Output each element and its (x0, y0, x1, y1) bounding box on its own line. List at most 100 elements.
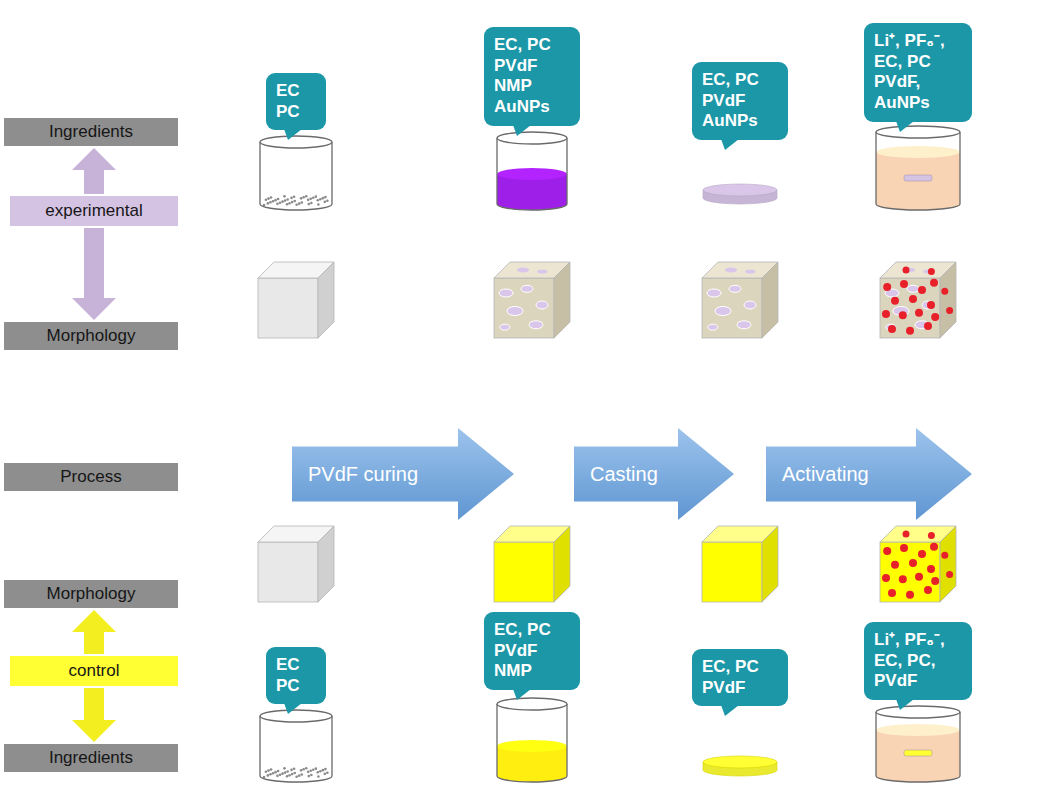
cube-front (258, 542, 318, 602)
cube-front (702, 278, 762, 338)
powder-grain (322, 769, 325, 772)
powder-grain (324, 196, 327, 199)
cube-side (554, 262, 570, 338)
process-arrow: Activating (766, 428, 972, 520)
beaker (260, 710, 332, 782)
callout-tail (721, 139, 741, 151)
pore (536, 301, 548, 309)
powder-grain (291, 201, 294, 204)
row-label: Ingredients (4, 118, 178, 146)
beaker-wall (876, 712, 960, 782)
ingredient-callout: EC, PC PVdF AuNPs (692, 62, 788, 140)
powder-grain (281, 200, 284, 203)
cube-front (494, 278, 554, 338)
beaker-rim (260, 710, 332, 722)
powder-grain (316, 771, 319, 774)
cube-front (258, 278, 318, 338)
liquid-surface (876, 724, 960, 736)
cast-film (703, 756, 777, 776)
callout-tail (284, 703, 304, 715)
powder-grain (309, 197, 312, 200)
beaker (260, 136, 332, 210)
powder-grain (317, 775, 320, 778)
block-arrow-connector (84, 632, 104, 654)
row-title: Morphology (47, 584, 136, 604)
ingredient-list: EC, PC PVdF (702, 657, 778, 698)
cube-side (318, 526, 334, 602)
morphology-cube (258, 262, 334, 338)
powder-grain (286, 203, 289, 206)
powder-grain (305, 195, 308, 198)
powder-grain (276, 775, 279, 778)
ion-dot (924, 322, 932, 330)
ingredient-callout: Li⁺, PF₆⁻, EC, PC, PVdF (864, 622, 972, 700)
callout-tail (513, 689, 533, 701)
cube-front (494, 542, 554, 602)
powder-grain (309, 769, 312, 772)
powder-grain (276, 203, 279, 206)
block-arrow-connector (84, 688, 104, 720)
ingredient-callout: Li⁺, PF₆⁻, EC, PC PVdF, AuNPs (864, 23, 972, 122)
ion-dot (906, 327, 914, 335)
callout-tail (284, 129, 304, 141)
beaker (876, 706, 960, 782)
ion-dot (891, 561, 899, 569)
pore (922, 301, 934, 309)
ion-dot (903, 531, 910, 538)
cube-side (318, 262, 334, 338)
beaker-wall (260, 142, 332, 210)
ion-dot (931, 313, 939, 321)
beaker (497, 132, 567, 210)
row-label: Ingredients (4, 744, 178, 772)
powder-grain (267, 197, 270, 200)
cube-side (940, 262, 956, 338)
cube-front (702, 542, 762, 602)
cube-side (762, 526, 778, 602)
morphology-cube (880, 262, 956, 338)
powder-grain (293, 772, 296, 775)
pore (745, 270, 755, 274)
powder-grain (291, 773, 294, 776)
powder-grain (274, 199, 277, 202)
ion-dot (928, 532, 935, 539)
beaker-wall (497, 704, 567, 782)
beaker-rim (497, 132, 567, 144)
powder-grain (283, 195, 286, 198)
pore (725, 268, 737, 273)
ingredient-list: Li⁺, PF₆⁻, EC, PC, PVdF (874, 630, 962, 692)
powder-grain (265, 198, 268, 201)
powder-grain (316, 199, 319, 202)
ingredient-callout: EC PC (266, 73, 326, 130)
powder-grain (300, 197, 303, 200)
cast-film (703, 184, 777, 204)
pore (521, 285, 533, 292)
ion-dot (918, 286, 926, 294)
ingredient-callout: EC, PC PVdF NMP AuNPs (484, 27, 580, 126)
powder-grain (293, 768, 296, 771)
ion-dot (900, 280, 908, 288)
ingredient-list: EC PC (276, 655, 316, 696)
beaker-wall (876, 132, 960, 210)
morphology-cube (702, 526, 778, 602)
powder-grain (288, 202, 291, 205)
powder-grain (324, 201, 327, 204)
row-label: Morphology (4, 580, 178, 608)
powder-grain (267, 769, 270, 772)
powder-grain (312, 768, 315, 771)
block-arrow (766, 428, 972, 520)
powder-grain (267, 202, 270, 205)
pore (517, 268, 529, 273)
membrane-slab (904, 175, 932, 181)
liquid-surface (876, 146, 960, 158)
powder-grain (290, 197, 293, 200)
ion-dot (915, 573, 923, 581)
powder-grain (326, 771, 329, 774)
process-step: Activating (766, 463, 869, 486)
ion-dot (931, 577, 939, 585)
ion-dot (882, 574, 890, 582)
morphology-cube (258, 526, 334, 602)
powder-grain (308, 775, 311, 778)
powder-grain (319, 770, 322, 773)
pore (500, 324, 510, 330)
cube-front (880, 278, 940, 338)
